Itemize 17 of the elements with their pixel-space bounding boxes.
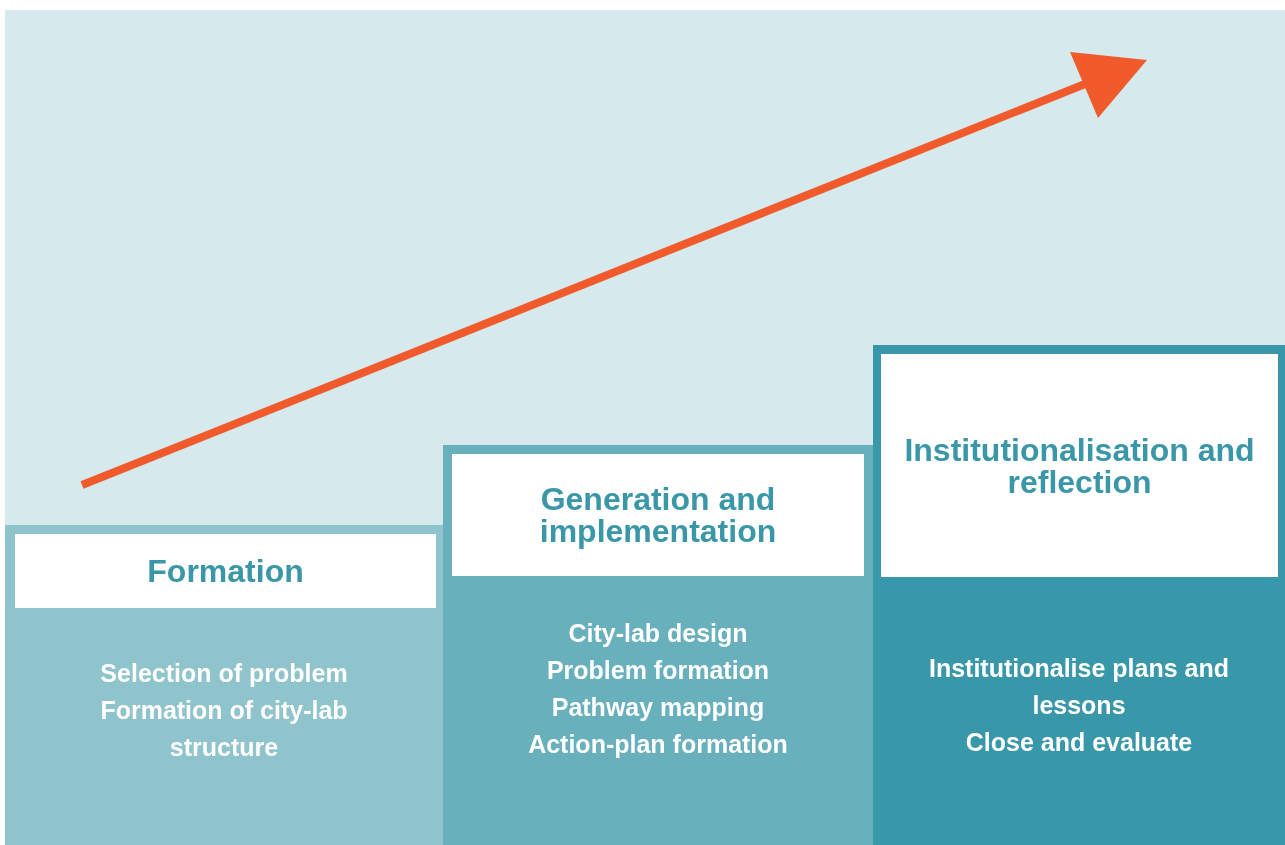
stage-title: Generation and implementation — [538, 483, 778, 547]
stage-column — [443, 445, 873, 845]
step-text: Action-plan formation — [528, 729, 788, 760]
stage-header — [15, 534, 436, 608]
stage-header — [452, 454, 864, 576]
stage-header — [881, 354, 1278, 577]
step-text: Institutionalise plans and lessons — [927, 653, 1230, 721]
step-text: Pathway mapping — [551, 692, 765, 723]
stage-title: Formation — [147, 555, 304, 587]
step-text: Selection of problem — [100, 658, 348, 689]
step-text: Close and evaluate — [965, 727, 1193, 758]
step-text: Problem formation — [546, 655, 770, 686]
stage-title: Institutionalisation and reflection — [903, 433, 1256, 498]
step-text: City-lab design — [568, 618, 748, 649]
stage-column — [5, 525, 443, 845]
step-text: Formation of city-lab structure — [99, 695, 349, 763]
stage-column — [873, 345, 1285, 845]
